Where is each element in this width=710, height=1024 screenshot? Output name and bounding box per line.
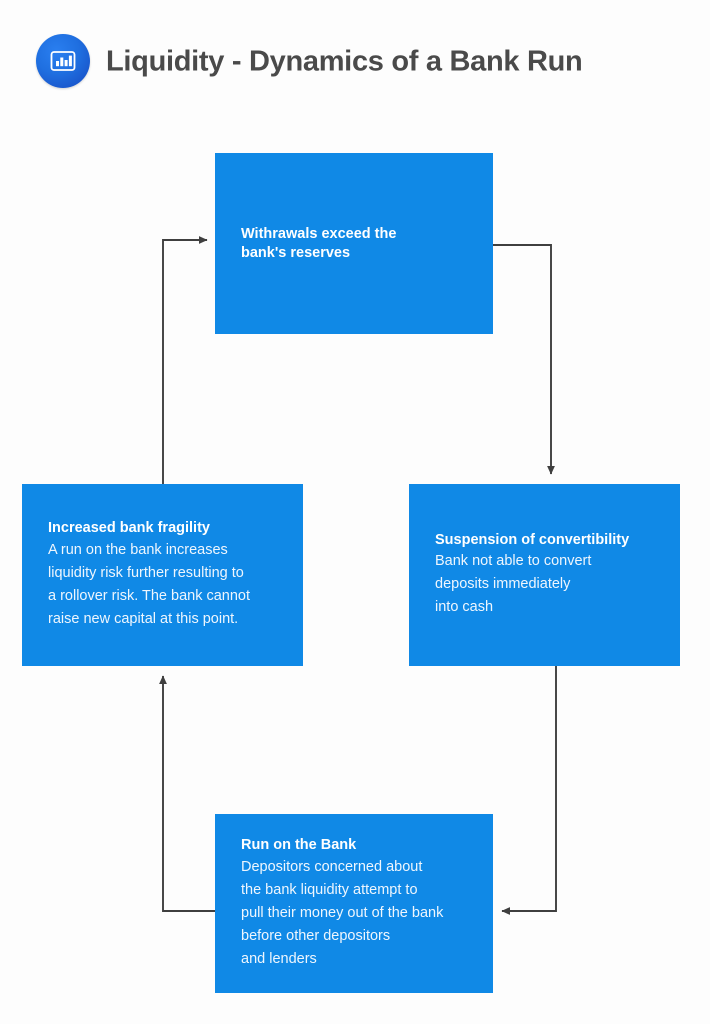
page-title: Liquidity - Dynamics of a Bank Run (106, 45, 583, 78)
node-fragility[interactable]: Increased bank fragility A run on the ba… (22, 484, 303, 666)
edge-suspension-to-run (501, 666, 557, 915)
edge-withdrawals-to-suspension (493, 244, 555, 475)
node-run-heading: Run on the Bank (241, 837, 357, 854)
edge-run-to-fragility (159, 675, 215, 912)
node-run[interactable]: Run on the Bank Depositors concerned abo… (215, 814, 493, 993)
node-fragility-body: A run on the bank increases liquidity ri… (48, 541, 251, 627)
edge-fragility-to-withdrawals (162, 236, 208, 484)
node-suspension-heading: Suspension of convertibility (435, 531, 630, 548)
node-suspension-body: Bank not able to convert deposits immedi… (435, 553, 592, 616)
node-suspension[interactable]: Suspension of convertibility Bank not ab… (409, 484, 680, 666)
node-withdrawals-heading: Withrawals exceed the bank's reserves (241, 225, 397, 261)
node-run-body: Depositors concerned about the bank liqu… (241, 859, 444, 967)
node-withdrawals[interactable]: Withrawals exceed the bank's reserves (215, 153, 493, 334)
bar-chart-icon (36, 34, 90, 88)
page-header: Liquidity - Dynamics of a Bank Run (0, 26, 710, 98)
node-fragility-heading: Increased bank fragility (48, 520, 210, 537)
